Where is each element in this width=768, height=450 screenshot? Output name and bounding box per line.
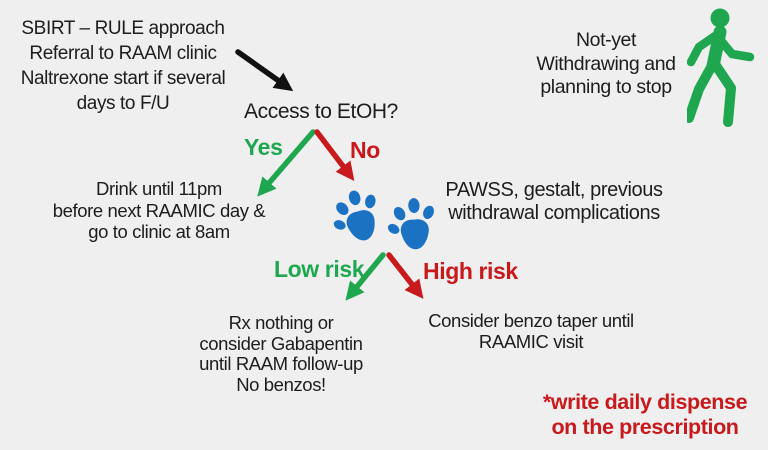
high-risk-label: High risk	[423, 258, 518, 284]
high-risk-arrow	[386, 252, 424, 299]
paw-print-icon	[387, 198, 434, 250]
paw-print-icon	[333, 190, 376, 241]
walking-person-icon	[687, 8, 755, 127]
low-risk-branch-note: Rx nothing or consider Gabapentin until …	[199, 312, 363, 395]
decision-etoh-question: Access to EtOH?	[244, 100, 398, 123]
prescription-footnote: *write daily dispense on the prescriptio…	[542, 390, 748, 439]
plan-note: SBIRT – RULE approach Referral to RAAM c…	[20, 18, 226, 114]
yes-branch-note: Drink until 11pm before next RAAMIC day …	[52, 178, 266, 242]
low-risk-label: Low risk	[274, 256, 365, 282]
low-risk-arrow	[345, 252, 386, 301]
yes-arrow	[257, 129, 316, 197]
entry-arrow	[235, 49, 294, 92]
risk-tools-note: PAWSS, gestalt, previous withdrawal comp…	[445, 179, 663, 224]
high-risk-branch-note: Consider benzo taper until RAAMIC visit	[428, 310, 634, 352]
no-label: No	[350, 137, 380, 163]
status-note: Not-yet Withdrawing and planning to stop	[536, 29, 676, 98]
no-arrow	[314, 129, 355, 181]
yes-label: Yes	[244, 134, 283, 160]
